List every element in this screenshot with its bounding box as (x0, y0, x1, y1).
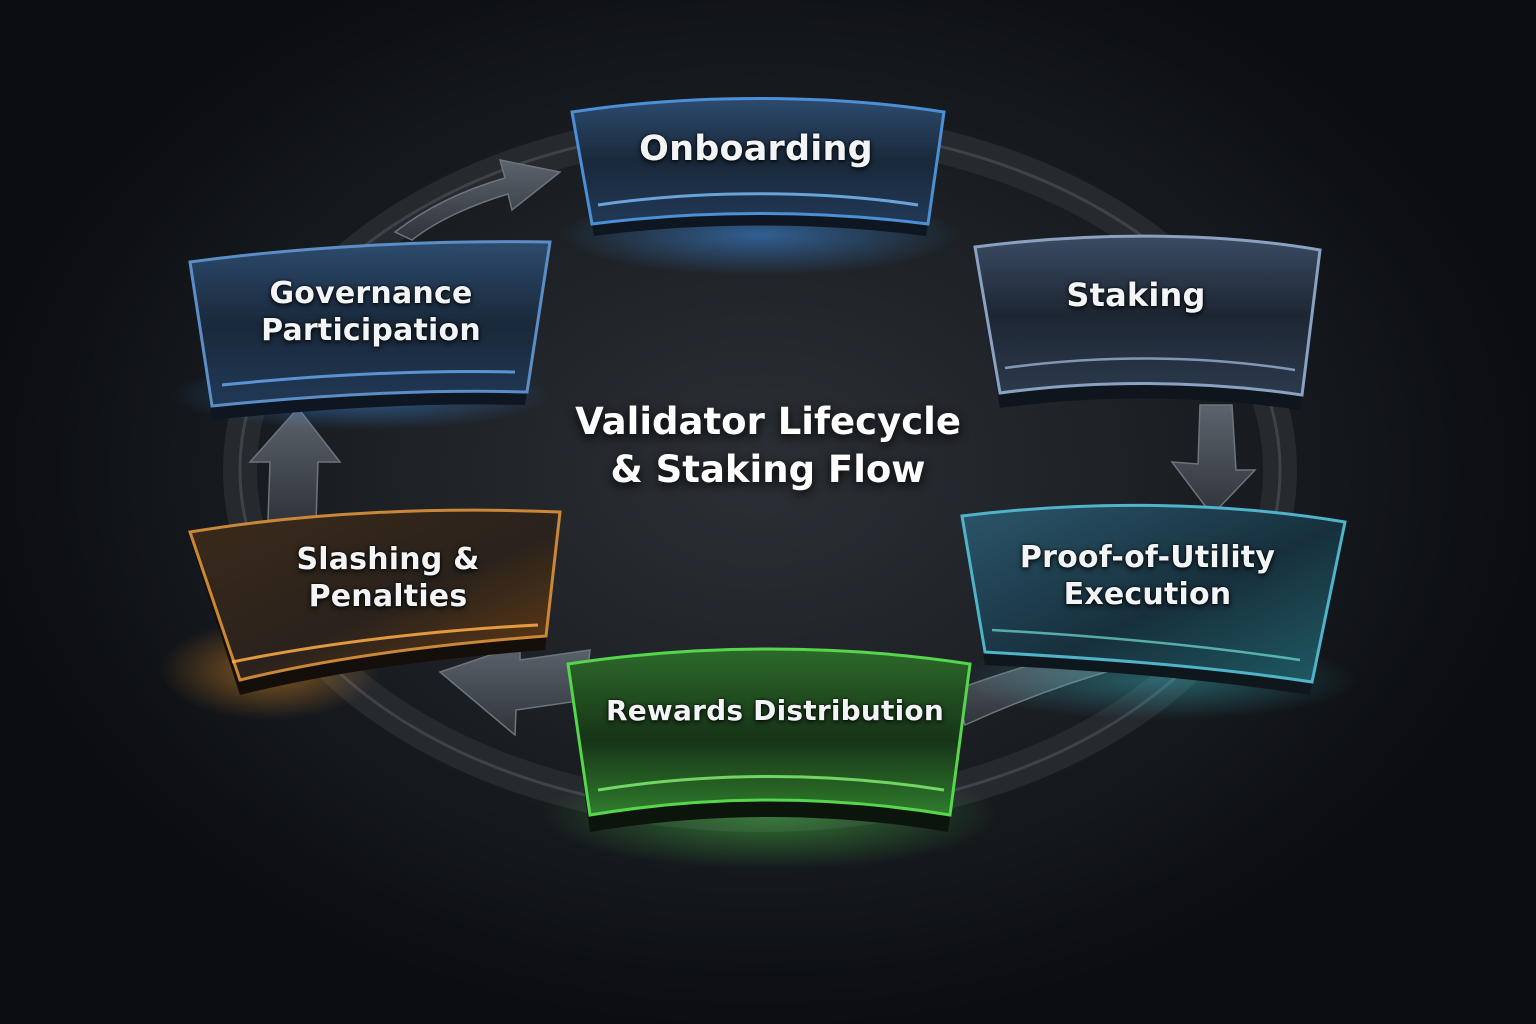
stage-label-rewards-distribution: Rewards Distribution (605, 694, 944, 727)
stage-label-governance-participation: Governance Participation (261, 276, 481, 348)
cycle-arrow-icon (438, 643, 591, 737)
stage-label-onboarding: Onboarding (639, 129, 873, 169)
stage-panel-slashing-penalties[interactable] (188, 508, 562, 695)
cycle-arrow-icon (393, 159, 562, 241)
stage-panel-proof-of-utility[interactable] (960, 503, 1347, 695)
diagram-title: Validator Lifecycle & Staking Flow (575, 400, 961, 492)
cycle-arrow-icon (248, 406, 342, 523)
stage-panel-staking[interactable] (973, 234, 1322, 410)
stage-label-slashing-penalties: Slashing & Penalties (296, 542, 480, 614)
stage-panel-onboarding[interactable] (570, 97, 946, 237)
stage-panel-rewards-distribution[interactable] (566, 647, 972, 832)
stage-panel-governance-participation[interactable] (188, 240, 552, 420)
cycle-arrow-icon (1170, 404, 1257, 517)
stage-label-proof-of-utility: Proof-of-Utility Execution (1019, 540, 1276, 612)
stage-label-staking: Staking (1066, 276, 1206, 314)
